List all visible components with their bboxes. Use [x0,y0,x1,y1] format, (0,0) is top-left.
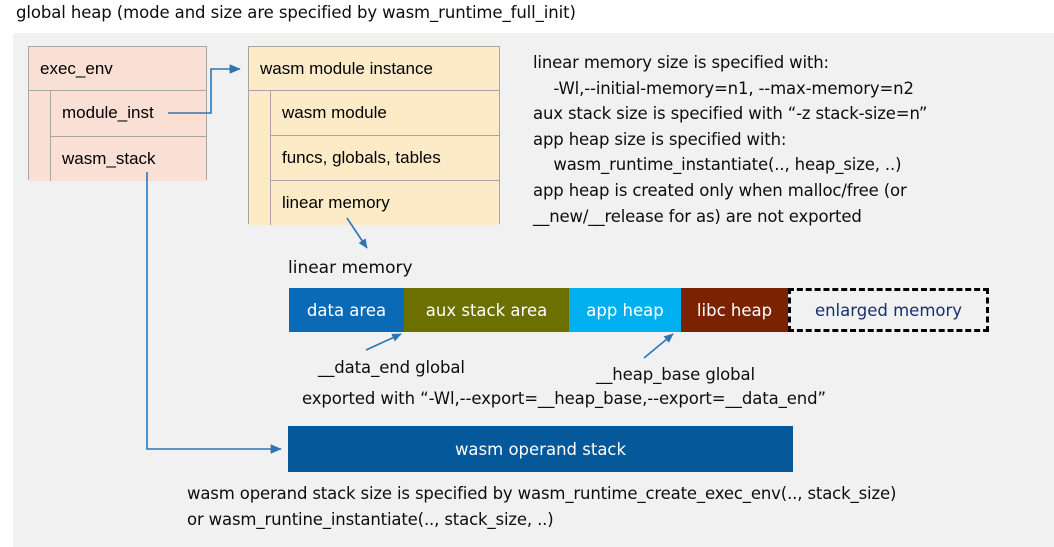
annotation-heap-base-global: __heap_base global [596,365,756,384]
module-instance-gutter [249,91,271,225]
exec-env-body: module_inst wasm_stack [29,91,206,181]
exec-env-gutter [29,91,51,181]
linear-memory-bar: data area aux stack area app heap libc h… [289,288,989,332]
module-instance-field-wasm-module: wasm module [271,91,499,136]
memory-segment-app-heap: app heap [569,288,681,332]
wasm-operand-stack-label: wasm operand stack [454,439,627,459]
page-title: global heap (mode and size are specified… [16,3,576,22]
memory-segment-data-area: data area [289,288,404,332]
exec-env-field-module-inst: module_inst [51,91,206,137]
memory-segment-aux-stack-area: aux stack area [404,288,569,332]
exec-env-header: exec_env [29,47,206,91]
module-instance-field-linear-memory: linear memory [271,181,499,225]
module-instance-field-list: wasm module funcs, globals, tables linea… [271,91,499,225]
memory-segment-libc-heap: libc heap [681,288,788,332]
exec-env-field-wasm-stack: wasm_stack [51,136,206,181]
operand-stack-note: wasm operand stack size is specified by … [187,484,897,529]
module-instance-header: wasm module instance [249,47,499,91]
wasm-module-instance-box: wasm module instance wasm module funcs, … [248,46,500,225]
annotation-data-end-global: __data_end global [318,358,465,377]
annotation-exported-with: exported with “-Wl,--export=__heap_base,… [302,389,826,408]
module-instance-body: wasm module funcs, globals, tables linea… [249,91,499,225]
exec-env-field-list: module_inst wasm_stack [51,91,206,181]
linear-memory-notes: linear memory size is specified with: -W… [533,53,928,226]
module-instance-field-funcs-globals-tables: funcs, globals, tables [271,136,499,181]
wasm-operand-stack-bar: wasm operand stack [288,426,793,472]
memory-segment-enlarged-memory: enlarged memory [788,288,989,332]
exec-env-box: exec_env module_inst wasm_stack [28,46,207,181]
linear-memory-caption: linear memory [288,258,413,278]
